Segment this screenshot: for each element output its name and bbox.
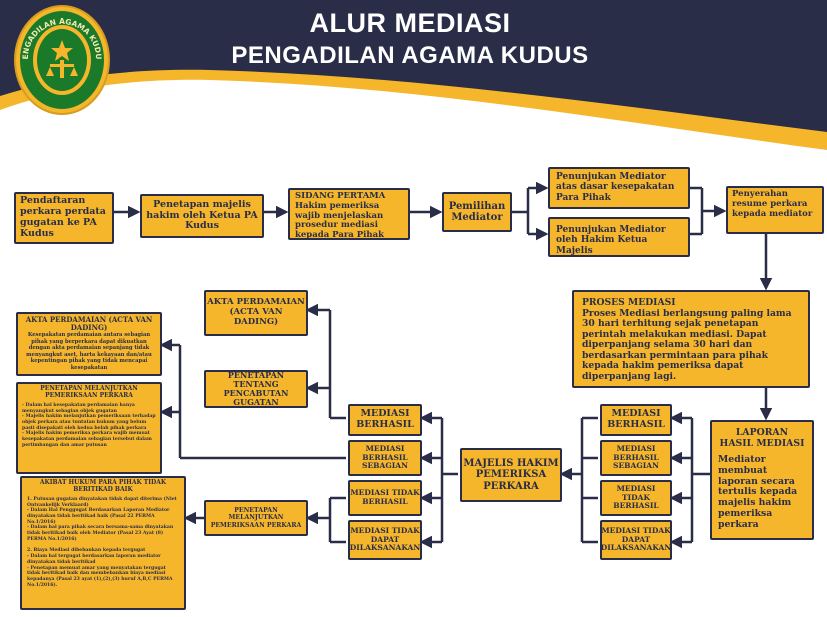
box-right-tidak-dapat: MEDIASI TIDAK DAPAT DILAKSANAKAN [600,520,672,560]
box-left-tidak-berhasil: MEDIASI TIDAK BERHASIL [348,480,422,516]
box-melanjutkan-detail: PENETAPAN MELANJUTKAN PEMERIKSAAN PERKAR… [16,382,162,474]
laporan-title: LAPORAN HASIL MEDIASI [719,427,805,449]
melanjutkan-detail-body: - Dalam hal kesepakatan perdamaian hanya… [22,402,156,448]
box-sidang-pertama: SIDANG PERTAMA Hakim pemeriksa wajib men… [288,188,410,240]
box-right-tidak-berhasil: MEDIASI TIDAK BERHASIL [600,480,672,516]
page-title: ALUR MEDIASI [309,8,511,38]
header-banner [0,0,827,150]
box-melanjutkan-pemeriksaan: PENETAPAN MELANJUTKAN PEMERIKSAAN PERKAR… [204,500,308,536]
box-proses-mediasi: PROSES MEDIASI Proses Mediasi berlangsun… [572,290,810,388]
akibat-hukum-body: 1. Putusan gugatan dinyatakan tidak dapa… [27,496,177,588]
box-akta-perdamaian: AKTA PERDAMAIAN (ACTA VAN DADING) [204,290,308,336]
page-subtitle: PENGADILAN AGAMA KUDUS [231,42,589,69]
box-pemilihan-mediator: Pemilihan Mediator [442,192,512,232]
box-left-tidak-dapat: MEDIASI TIDAK DAPAT DILAKSANAKAN [348,520,422,560]
box-penetapan-majelis: Penetapan majelis hakim oleh Ketua PA Ku… [140,194,264,238]
box-right-berhasil: MEDIASI BERHASIL [600,404,672,436]
melanjutkan-detail-title: PENETAPAN MELANJUTKAN PEMERIKSAAN PERKAR… [40,385,138,399]
laporan-body: Mediator membuat laporan secara tertulis… [718,454,798,530]
box-penunjukan-kesepakatan: Penunjukan Mediator atas dasar kesepakat… [548,167,690,209]
box-left-berhasil: MEDIASI BERHASIL [348,404,422,436]
box-akta-detail: AKTA PERDAMAIAN (ACTA VAN DADING) Kesepa… [16,312,162,376]
proses-mediasi-title: PROSES MEDIASI [582,297,676,308]
box-penunjukan-ketua: Penunjukan Mediator oleh Hakim Ketua Maj… [548,217,690,257]
proses-mediasi-body: Proses Mediasi berlangsung paling lama 3… [582,307,792,383]
box-laporan-hasil: LAPORAN HASIL MEDIASI Mediator membuat l… [710,420,814,540]
sidang-pertama-body: Hakim pemeriksa wajib menjelaskan prosed… [295,200,384,240]
box-pendaftaran: Pendaftaran perkara perdata gugatan ke P… [14,192,114,244]
akibat-hukum-title: AKIBAT HUKUM PARA PIHAK TIDAK BERITIKAD … [39,479,167,493]
box-pencabutan-gugatan: PENETAPAN TENTANG PENCABUTAN GUGATAN [204,370,308,408]
akta-detail-title: AKTA PERDAMAIAN (ACTA VAN DADING) [25,315,153,333]
box-left-berhasil-sebagian: MEDIASI BERHASIL SEBAGIAN [348,440,422,476]
box-penyerahan-resume: Penyerahan resume perkara kepada mediato… [726,186,824,234]
box-right-berhasil-sebagian: MEDIASI BERHASIL SEBAGIAN [600,440,672,476]
court-logo-icon: PENGADILAN AGAMA KUDUS [12,2,110,115]
box-majelis-hakim: MAJELIS HAKIM PEMERIKSA PERKARA [460,448,562,502]
box-akibat-hukum: AKIBAT HUKUM PARA PIHAK TIDAK BERITIKAD … [20,476,186,610]
akta-detail-body: Kesepakatan perdamaian antara sebagian p… [26,332,152,371]
sidang-pertama-title: SIDANG PERTAMA [295,191,386,201]
